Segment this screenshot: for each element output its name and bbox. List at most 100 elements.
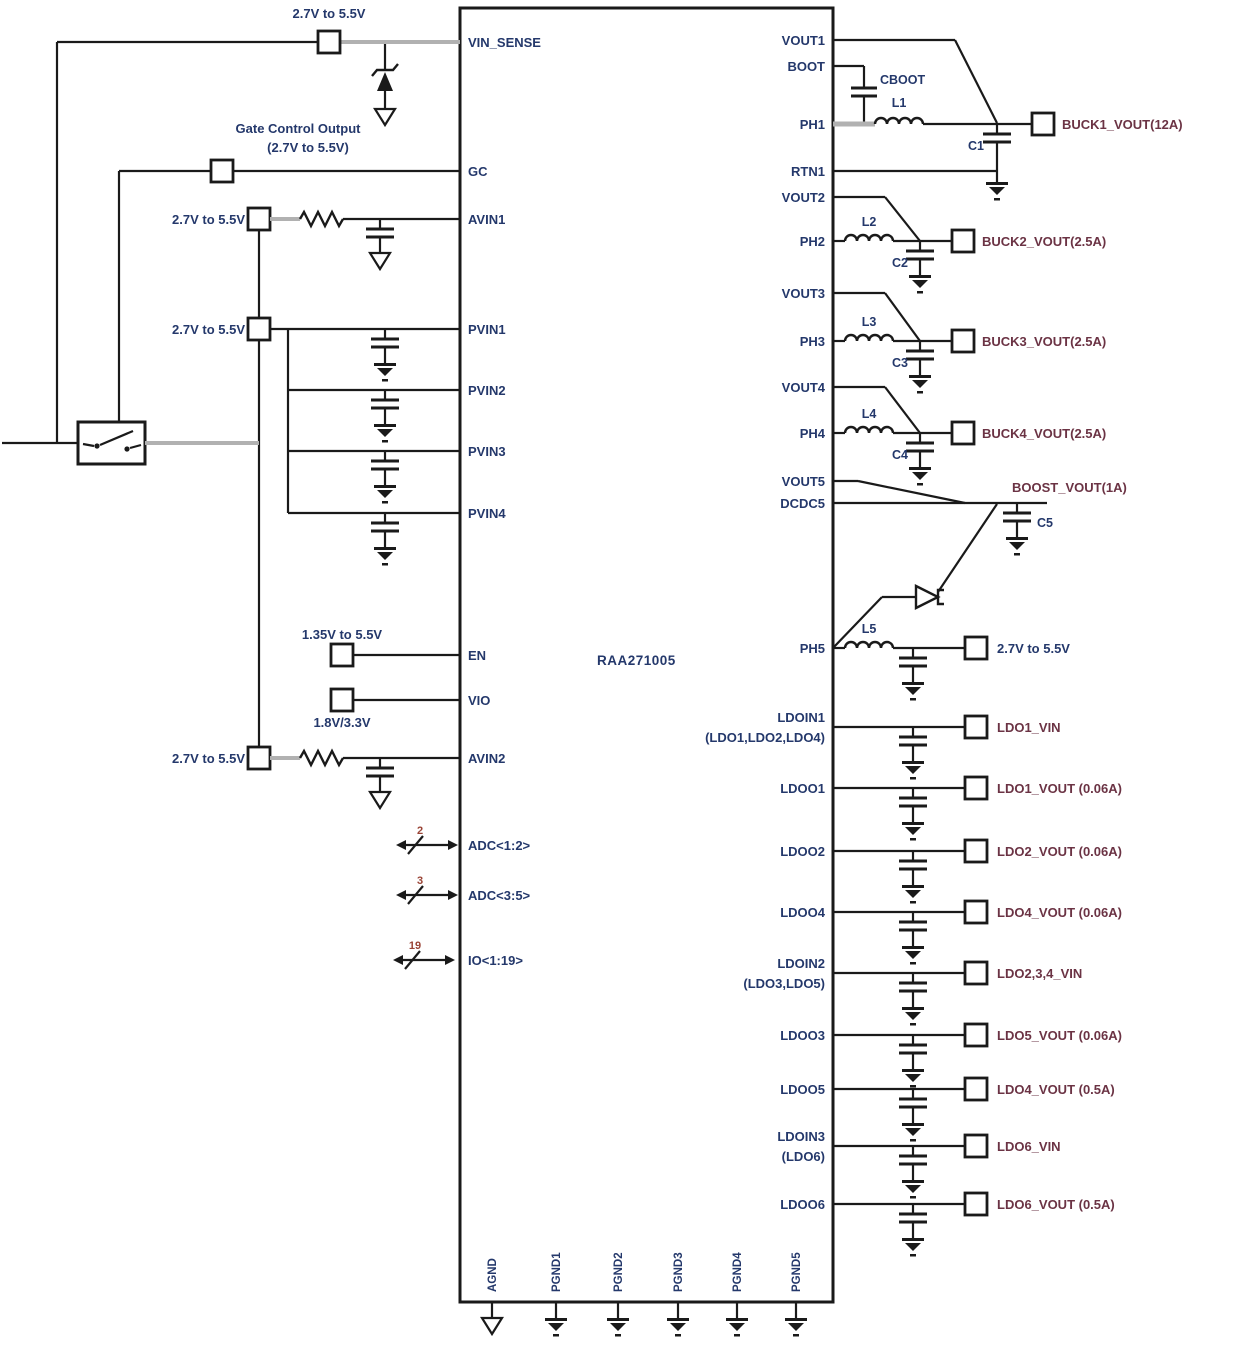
pin-label-agnd: AGND (487, 1258, 499, 1292)
label-gate-control-2: (2.7V to 5.5V) (267, 140, 349, 155)
ground-buck2 (909, 275, 931, 294)
label-cboot: CBOOT (880, 73, 926, 87)
pin-label-pgnd1: PGND1 (551, 1252, 563, 1292)
bus-arrow-adc12-icon (394, 834, 460, 856)
terminal-gate-control (209, 158, 235, 184)
capacitor-ldoo5-icon (897, 1087, 929, 1121)
zener-diode-icon (371, 44, 399, 109)
label-c5: C5 (1037, 516, 1053, 530)
ground-pvin2 (374, 424, 396, 443)
capacitor-pvin3-icon (369, 449, 401, 504)
label-avin2-voltage: 2.7V to 5.5V (172, 751, 245, 766)
inductor-l2-icon (843, 233, 895, 243)
terminal-buck1-vout (1030, 111, 1056, 137)
wire-vout5-diag (857, 479, 966, 505)
label-l4: L4 (862, 407, 877, 421)
terminal-boost-in (963, 635, 989, 661)
pin-label-pgnd5: PGND5 (791, 1252, 803, 1292)
ground-ldoo1 (902, 822, 924, 841)
pin-label-vout2: VOUT2 (782, 190, 825, 205)
terminal-ldo2-vout (963, 838, 989, 864)
ground-ldoo3 (902, 1069, 924, 1088)
pin-label-ldoin1: LDOIN1 (777, 710, 825, 725)
capacitor-pvin2-icon (369, 388, 401, 443)
load-switch-icon (76, 420, 147, 466)
label-l1: L1 (892, 96, 907, 110)
wire-vout3-sense-diag (884, 292, 921, 342)
bus-count-adc35: 3 (417, 875, 423, 887)
label-l5: L5 (862, 622, 877, 636)
pin-label-pgnd3: PGND3 (673, 1252, 685, 1292)
label-ldo4-vout: LDO4_VOUT (0.06A) (997, 905, 1122, 920)
ground-ldoin1 (902, 761, 924, 780)
terminal-buck4-vout (950, 420, 976, 446)
terminal-ldo5-vout (963, 1022, 989, 1048)
pin-label-boot: BOOT (787, 59, 825, 74)
terminal-ldo1-vin (963, 714, 989, 740)
pin-label-adc35: ADC<3:5> (468, 888, 531, 903)
label-c3: C3 (892, 356, 908, 370)
wire-vout1-sense-diag (954, 39, 998, 124)
label-ldo6-vin: LDO6_VIN (997, 1139, 1061, 1154)
pin-label-vout5: VOUT5 (782, 474, 825, 489)
pin-label-ldoo5: LDOO5 (780, 1082, 825, 1097)
label-buck1-vout: BUCK1_VOUT(12A) (1062, 117, 1183, 132)
capacitor-ldoo2-icon (897, 849, 929, 883)
terminal-ldo6-vout (963, 1191, 989, 1217)
pin-label-ph5: PH5 (800, 641, 825, 656)
wire-vout2-sense-diag (884, 196, 921, 242)
terminal-vin-sense (316, 29, 342, 55)
pin-label-rtn1: RTN1 (791, 164, 825, 179)
ground-open-avin2 (368, 790, 392, 810)
capacitor-pvin4-icon (369, 511, 401, 566)
ground-buck3 (909, 375, 931, 394)
capacitor-ldoo1-icon (897, 786, 929, 820)
ground-pgnd1 (545, 1318, 567, 1337)
pin-label-avin1: AVIN1 (468, 212, 505, 227)
label-c4: C4 (892, 448, 908, 462)
pin-label-vin-sense: VIN_SENSE (468, 35, 541, 50)
capacitor-c2-icon (904, 239, 936, 273)
inductor-l1-icon (873, 116, 925, 126)
pin-label-ldoin2-sub: (LDO3,LDO5) (743, 976, 825, 991)
label-avin1-voltage: 2.7V to 5.5V (172, 212, 245, 227)
pin-label-vout1: VOUT1 (782, 33, 825, 48)
label-gate-control-1: Gate Control Output (236, 121, 362, 136)
pin-label-pvin4: PVIN4 (468, 506, 506, 521)
pin-label-ldoin3: LDOIN3 (777, 1129, 825, 1144)
terminal-ldo234-vin (963, 960, 989, 986)
wire-vout4-sense-diag (884, 386, 921, 434)
inductor-l3-icon (843, 333, 895, 343)
terminal-pvin (246, 316, 272, 342)
terminal-avin2 (246, 745, 272, 771)
label-l2: L2 (862, 215, 877, 229)
pin-label-ldoo6: LDOO6 (780, 1197, 825, 1212)
pin-label-avin2: AVIN2 (468, 751, 505, 766)
label-l3: L3 (862, 315, 877, 329)
pin-label-pvin3: PVIN3 (468, 444, 506, 459)
ground-pgnd4 (726, 1318, 748, 1337)
capacitor-ph5-icon (897, 646, 929, 680)
ground-pgnd2 (607, 1318, 629, 1337)
pin-label-ldoo1: LDOO1 (780, 781, 825, 796)
terminal-ldo1-vout (963, 775, 989, 801)
terminal-buck3-vout (950, 328, 976, 354)
pin-label-ldoo3: LDOO3 (780, 1028, 825, 1043)
label-vio-voltage: 1.8V/3.3V (313, 715, 370, 730)
ground-boost (1006, 537, 1028, 556)
ground-ldoin2 (902, 1007, 924, 1026)
pin-label-io: IO<1:19> (468, 953, 523, 968)
boost-diode-icon (832, 503, 998, 649)
label-ldo6-vout: LDO6_VOUT (0.5A) (997, 1197, 1115, 1212)
capacitor-pvin1-icon (369, 327, 401, 382)
pin-label-pvin2: PVIN2 (468, 383, 506, 398)
ground-buck4 (909, 467, 931, 486)
pin-label-ldoo2: LDOO2 (780, 844, 825, 859)
pin-label-ldoin3-sub: (LDO6) (782, 1149, 825, 1164)
label-buck4-vout: BUCK4_VOUT(2.5A) (982, 426, 1106, 441)
pin-label-gc: GC (468, 164, 488, 179)
label-en-voltage: 1.35V to 5.5V (302, 627, 383, 642)
ground-ldoo5 (902, 1123, 924, 1142)
label-ldo1-vin: LDO1_VIN (997, 720, 1061, 735)
